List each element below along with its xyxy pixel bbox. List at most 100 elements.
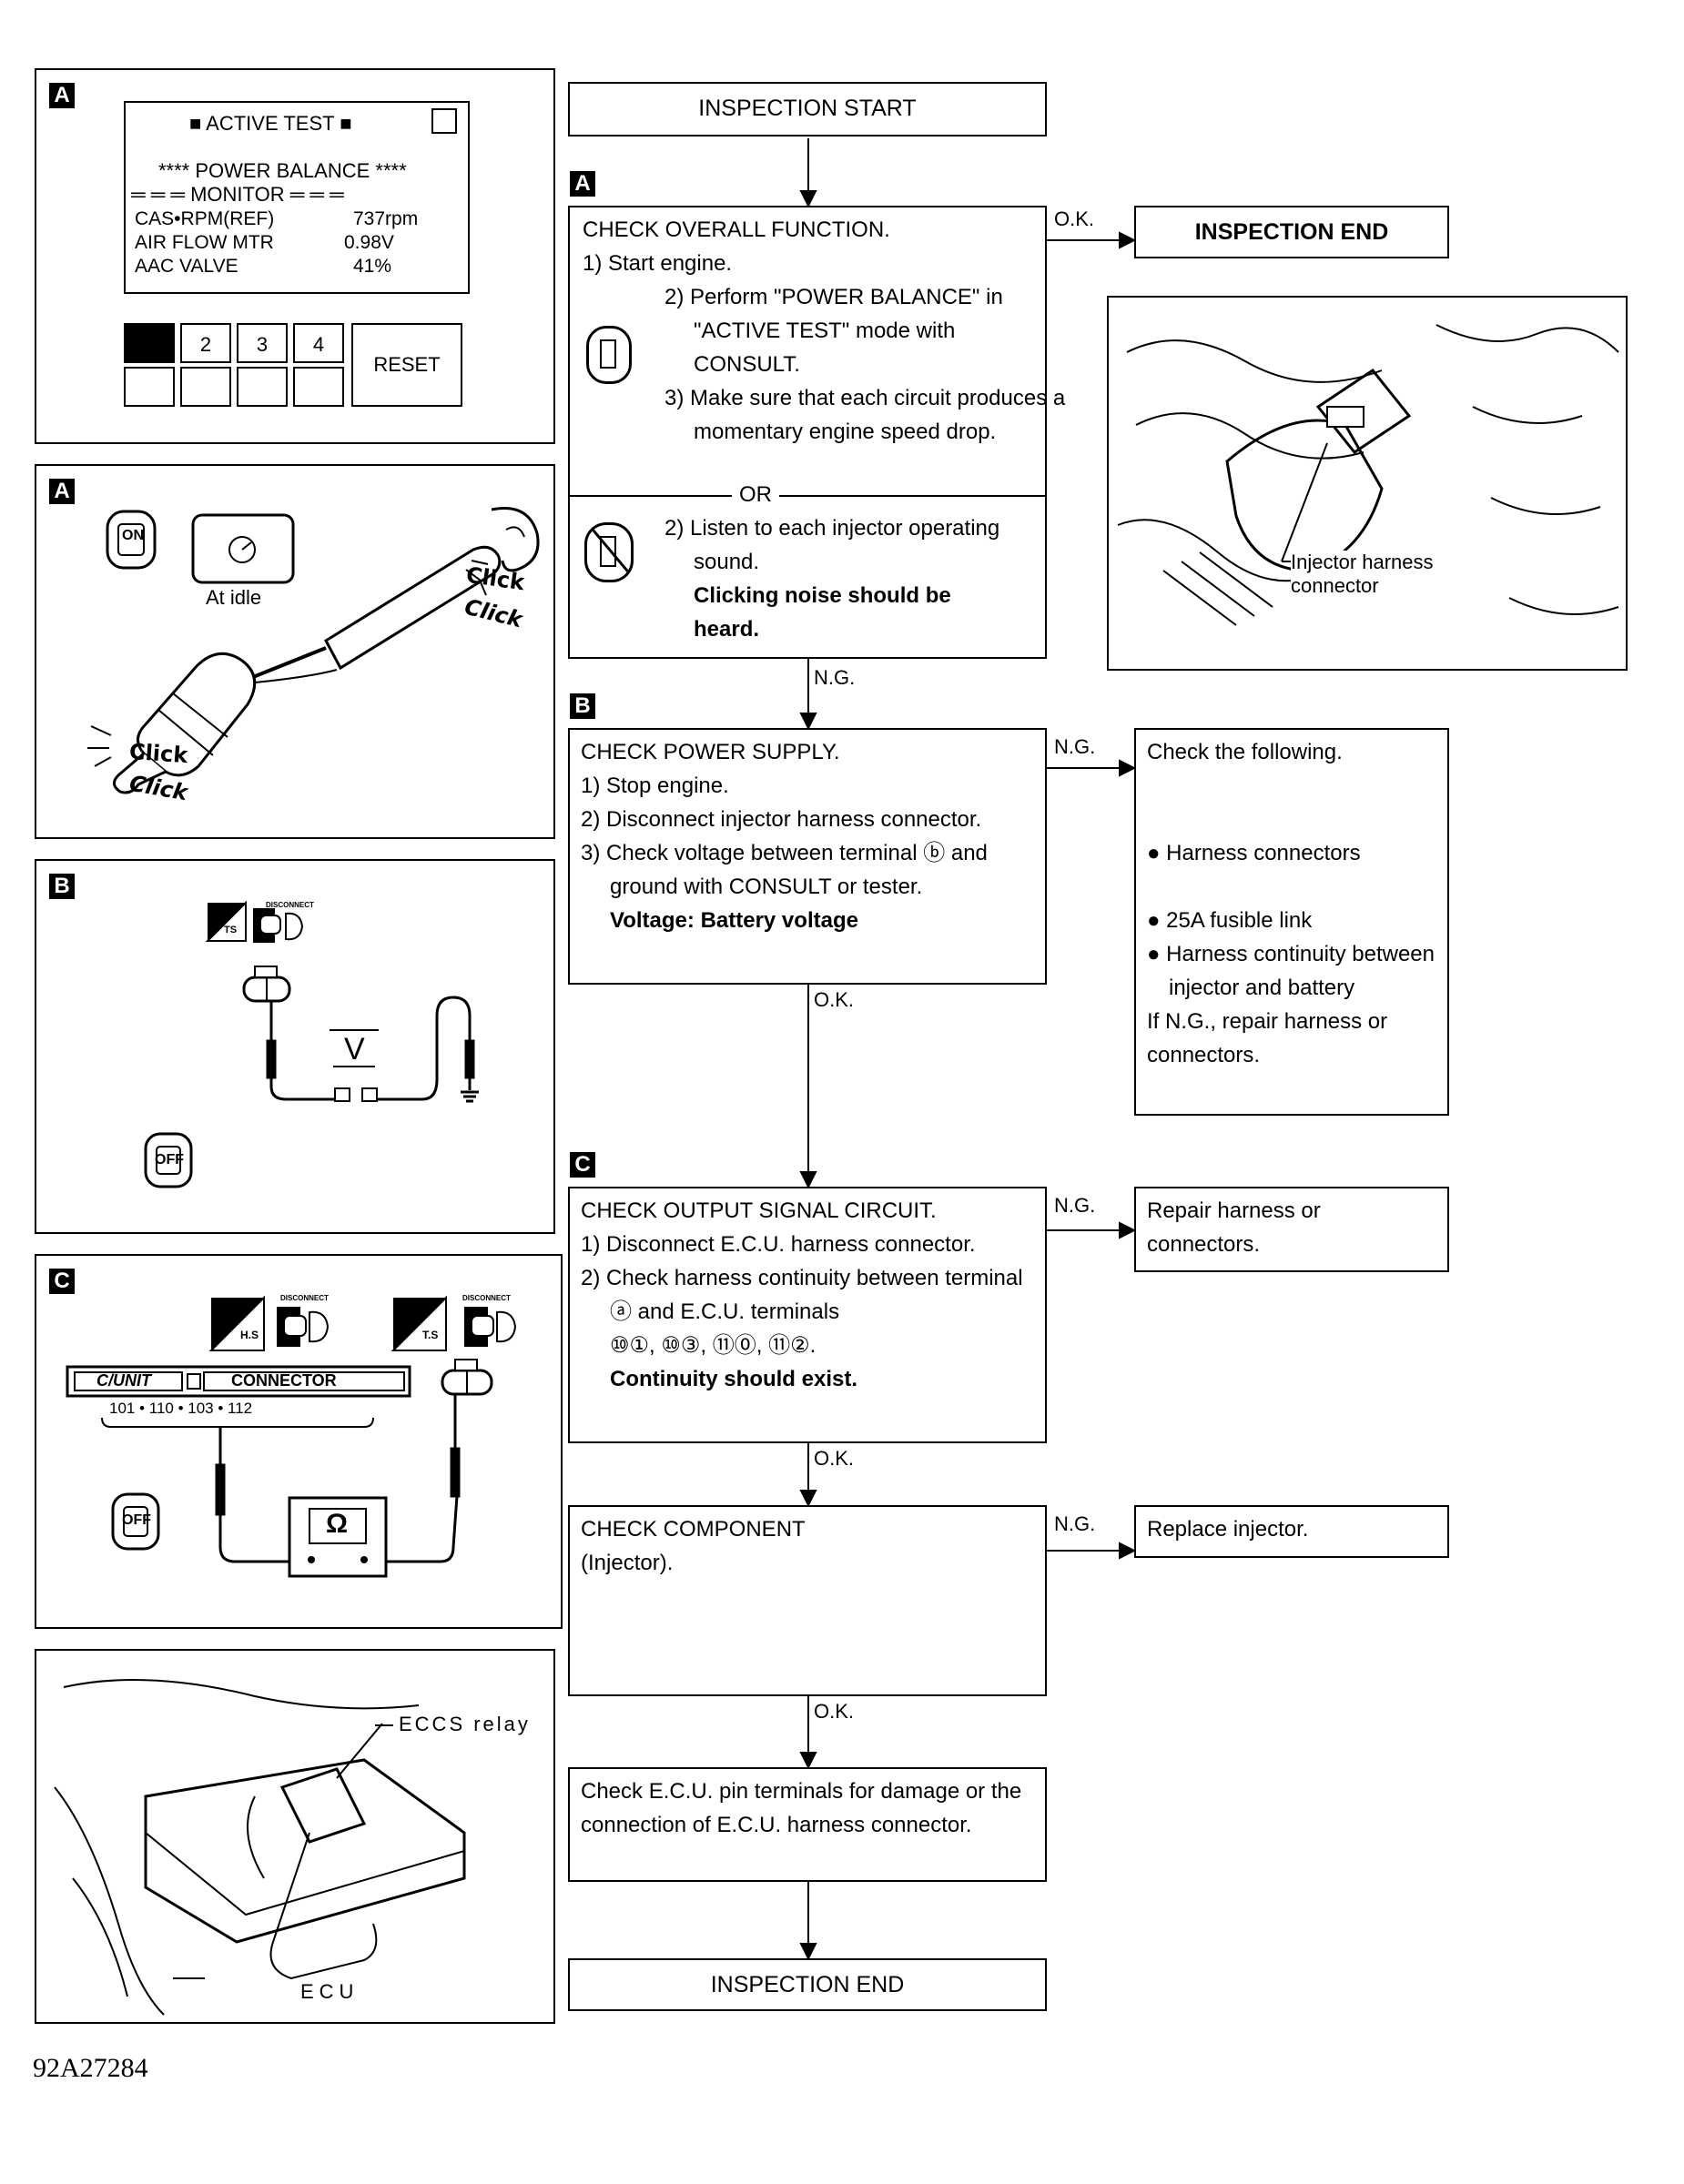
inspection-end-box: INSPECTION END [1134,206,1449,258]
reset-button[interactable]: RESET [351,323,462,407]
ecu-location-photo: ECCS relay ECU [35,1649,555,2024]
monitor-header: ═ ═ ═ MONITOR ═ ═ ═ [131,183,344,206]
ignition-switch-ts-icon [391,1295,447,1351]
voltage-illustration [144,900,479,1188]
disconnect-icon [277,1307,330,1347]
ignition-off-icon [144,1132,193,1188]
disconnect-label: DISCONNECT [280,1294,329,1302]
ohm-label: Ω [326,1509,349,1539]
disconnect-icon [253,908,304,943]
ok-label: O.K. [814,988,855,1011]
check-overall-function-box: CHECK OVERALL FUNCTION. 1) Start engine.… [568,206,1065,659]
engine-idle-icon [191,513,295,584]
eccs-relay-label: ECCS relay [399,1713,531,1735]
cylinder-button-1[interactable] [124,323,175,363]
ok-label: O.K. [814,1700,855,1723]
step-line: Continuity should exist. [610,1367,858,1391]
check-output-signal-box: CHECK OUTPUT SIGNAL CIRCUIT. 1) Disconne… [568,1187,1047,1443]
step-line: 2) Disconnect injector harness connector… [581,807,982,832]
voltmeter-label: V [344,1032,365,1067]
step-line: 1) Disconnect E.C.U. harness connector. [581,1232,976,1257]
consult-icon [586,326,632,384]
row-label: CAS•RPM(REF) [135,208,275,229]
disconnect-label: DISCONNECT [266,901,314,909]
ts-label: T.S [422,1329,439,1341]
ng-label: N.G. [814,666,856,689]
ng-label: N.G. [1054,735,1096,758]
test-leads [215,1394,461,1563]
panel-c-continuity-check: C [35,1254,563,1629]
step-line: Voltage: Battery voltage [610,908,858,933]
check-component-box: CHECK COMPONENT (Injector). [568,1505,1047,1696]
ok-label: O.K. [1054,207,1095,230]
monitor-row: AAC VALVE 41% [135,256,444,278]
ear-icon [491,507,540,572]
step-line: 1) Start engine. [583,251,733,276]
cylinder-button-3[interactable]: 3 [237,323,288,363]
step-title: CHECK OVERALL FUNCTION. [583,217,890,242]
engine-photo: Injector harness connector [1107,296,1628,671]
ignition-off-label: OFF [155,1152,184,1168]
cylinder-button-2[interactable]: 2 [180,323,231,363]
screen-checkbox[interactable] [431,108,457,134]
panel-a-listen-injector: A [35,464,555,839]
blank-button[interactable] [124,367,175,407]
test-leads [266,996,479,1103]
check-ecu-pins-box: Check E.C.U. pin terminals for damage or… [568,1767,1047,1882]
ecu-label: ECU [300,1980,360,2003]
row-value: 0.98V [344,232,394,253]
blank-button[interactable] [293,367,344,407]
ignition-switch-icon [205,900,247,942]
step-tag: A [570,171,595,197]
ohmmeter-icon [288,1496,388,1578]
row-label: AIR FLOW MTR [135,232,274,253]
monitor-row: AIR FLOW MTR 0.98V [135,232,444,254]
row-label: AAC VALVE [135,256,238,277]
panel-tag: C [49,1269,75,1294]
step-line: (Injector). [581,1551,674,1575]
check-following-box: Check the following. ● Harness connector… [1134,728,1449,1116]
list-title: Check the following. [1147,740,1343,764]
disconnect-icon [464,1307,517,1347]
step-title: CHECK POWER SUPPLY. [581,740,840,764]
ng-label: N.G. [1054,1194,1096,1217]
step-line: ⑩①, ⑩③, ⑪⓪, ⑪②. [610,1333,817,1358]
pin-numbers: 101 • 110 • 103 • 112 [109,1400,253,1417]
injector-harness-label: Injector harness connector [1291,551,1491,598]
step-title: CHECK OUTPUT SIGNAL CIRCUIT. [581,1198,937,1223]
panel-b-voltage-check: B [35,859,555,1234]
step-line: 3) Make sure that each circuit produces … [664,386,1066,444]
step-line: 2) Listen to each injector operating sou… [664,516,1000,574]
power-balance-header: **** POWER BALANCE **** [158,159,407,182]
or-divider [570,495,1045,497]
row-value: 737rpm [353,208,419,229]
step-line: 2) Perform "POWER BALANCE" in "ACTIVE TE… [664,285,1003,377]
check-power-supply-box: CHECK POWER SUPPLY. 1) Stop engine. 2) D… [568,728,1047,985]
panel-tag: B [49,874,75,899]
cylinder-button-4[interactable]: 4 [293,323,344,363]
injector-icon [113,652,257,794]
listen-illustration [87,507,540,794]
blank-button[interactable] [237,367,288,407]
harness-connector-icon [242,966,291,1003]
hs-label: H.S [240,1329,259,1341]
ok-label: O.K. [814,1447,855,1470]
repair-harness-box: Repair harness or connectors. [1134,1187,1449,1272]
at-idle-label: At idle [206,586,262,609]
step-line: Clicking noise should be heard. [694,583,951,642]
step-title: CHECK COMPONENT [581,1517,806,1542]
inspection-end-box: INSPECTION END [568,1958,1047,2011]
step-line: 2) Check harness continuity between term… [581,1266,1023,1324]
step-line: 1) Stop engine. [581,774,729,798]
panel-a-consult-screen: A ■ ACTIVE TEST ■ **** POWER BALANCE ***… [35,68,555,444]
ignition-off-icon [111,1492,160,1551]
screen-title: ■ ACTIVE TEST ■ [189,112,352,135]
row-value: 41% [353,256,392,277]
list-item: ● Harness connectors [1147,841,1361,865]
ng-label: N.G. [1054,1512,1096,1535]
disconnect-label: DISCONNECT [462,1294,511,1302]
ignition-off-label: OFF [122,1512,151,1528]
blank-button[interactable] [180,367,231,407]
consult-screen: ■ ACTIVE TEST ■ **** POWER BALANCE **** … [124,101,470,294]
